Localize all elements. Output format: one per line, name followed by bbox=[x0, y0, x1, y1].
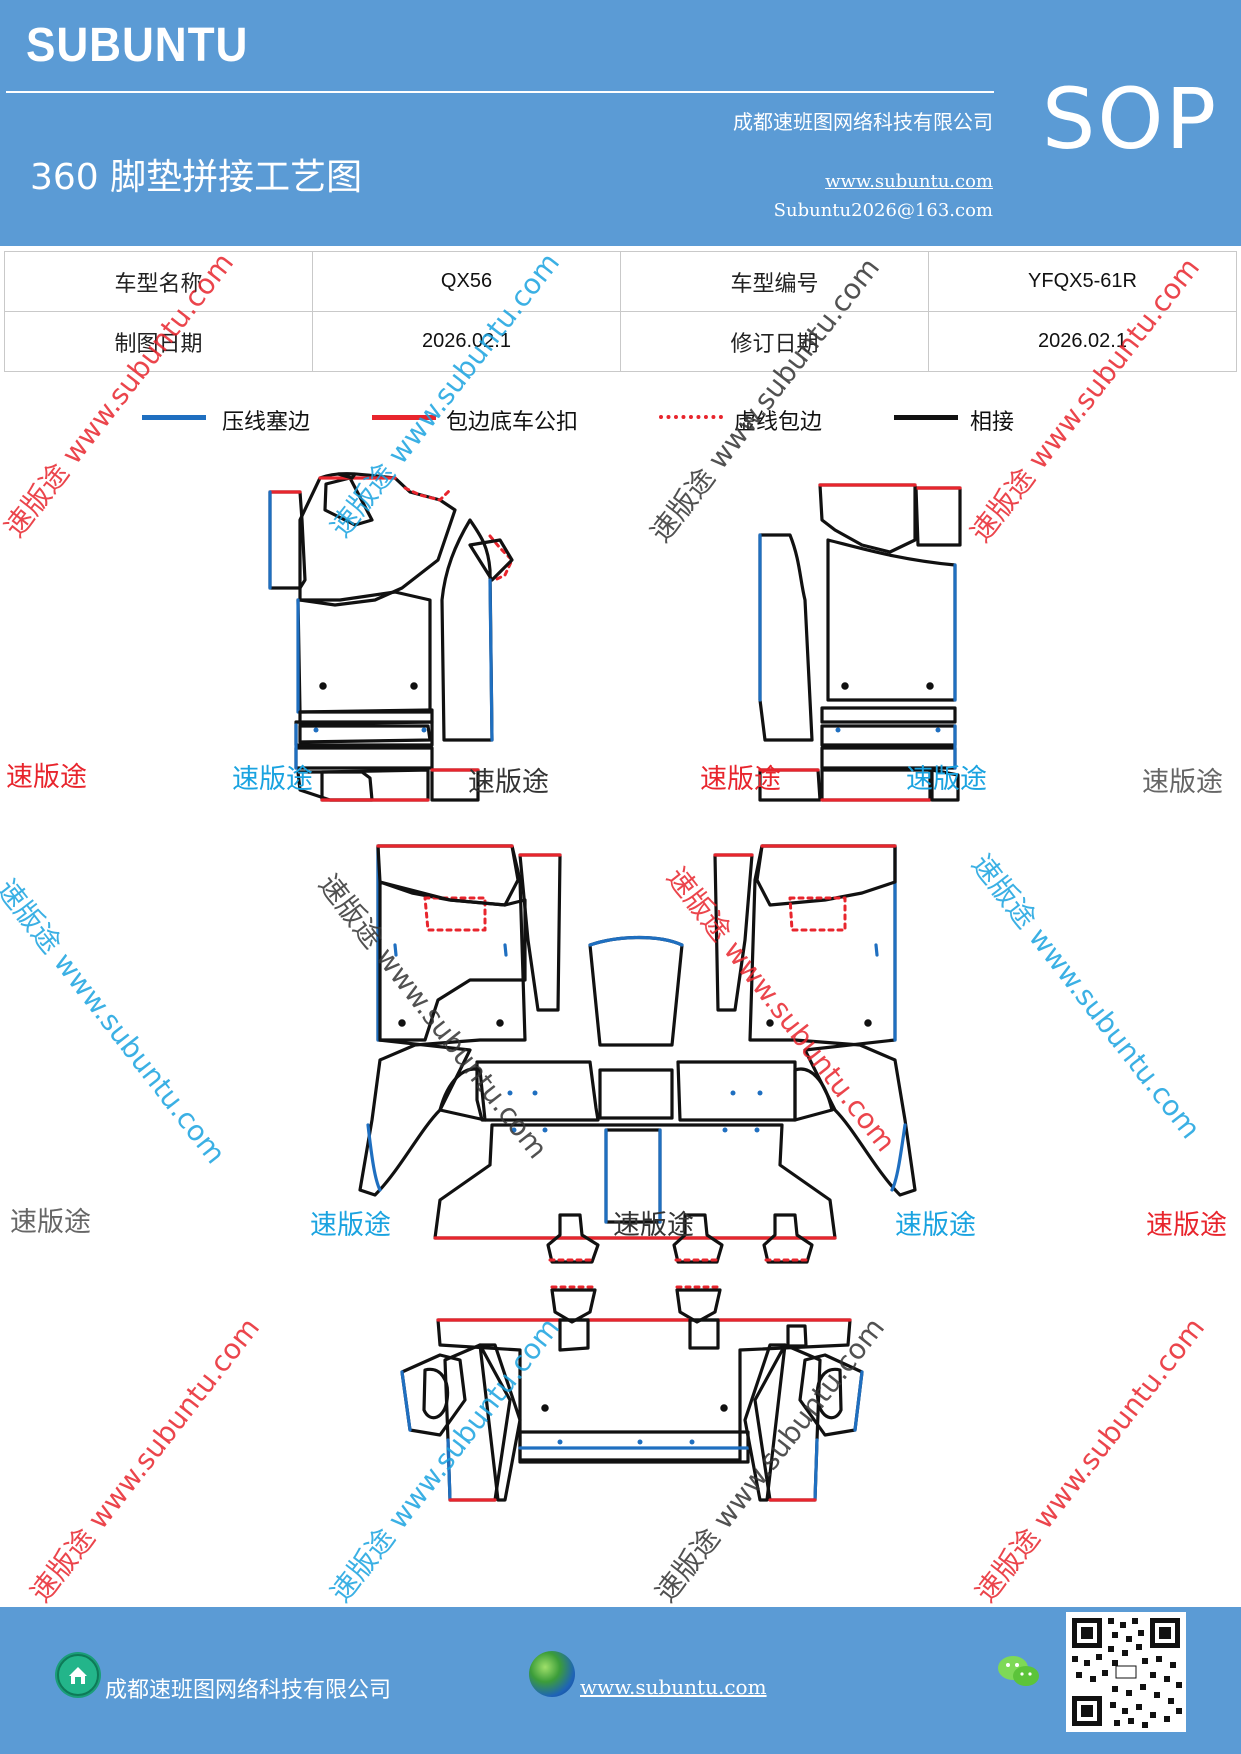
header-email[interactable]: Subuntu2026@163.com bbox=[773, 200, 993, 221]
legend-swatch-blue bbox=[142, 415, 206, 420]
watermark-short: 速版途 bbox=[468, 767, 549, 798]
watermark-short: 速版途 bbox=[6, 762, 87, 793]
draw-date-label: 制图日期 bbox=[4, 311, 313, 372]
wechat-icon[interactable] bbox=[995, 1652, 1043, 1692]
legend-label: 虚线包边 bbox=[734, 410, 823, 435]
revision-date-label: 修订日期 bbox=[620, 311, 929, 372]
watermark-short: 速版途 bbox=[613, 1210, 694, 1241]
model-name-label: 车型名称 bbox=[4, 251, 313, 312]
model-name-value: QX56 bbox=[312, 251, 621, 312]
legend-swatch-red bbox=[372, 415, 436, 420]
document-title: 360 脚垫拼接工艺图 bbox=[30, 157, 363, 198]
watermark-short: 速版途 bbox=[10, 1207, 91, 1238]
header-banner bbox=[0, 0, 1241, 246]
footer-company-name: 成都速班图网络科技有限公司 bbox=[105, 1678, 392, 1703]
globe-icon bbox=[529, 1651, 575, 1697]
home-icon bbox=[55, 1652, 101, 1698]
watermark-short: 速版途 bbox=[906, 764, 987, 795]
legend-label: 相接 bbox=[970, 410, 1015, 435]
revision-date-value: 2026.02.1 bbox=[928, 311, 1237, 372]
brand-logo: SUBUNTU bbox=[26, 19, 249, 72]
watermark-short: 速版途 bbox=[310, 1210, 391, 1241]
mat-set-middle bbox=[358, 844, 917, 1240]
vehicle-info-table: 车型名称 QX56 车型编号 YFQX5-61R 制图日期 2026.02.1 … bbox=[4, 251, 1237, 372]
legend-swatch-red-dotted bbox=[659, 415, 723, 419]
legend-swatch-black bbox=[894, 415, 958, 420]
draw-date-value: 2026.02.1 bbox=[312, 311, 621, 372]
mat-set-front-right bbox=[758, 483, 962, 802]
header-divider bbox=[6, 91, 994, 93]
legend-label: 压线塞边 bbox=[222, 410, 311, 435]
table-row: 车型名称 QX56 车型编号 YFQX5-61R bbox=[4, 251, 1237, 312]
model-code-value: YFQX5-61R bbox=[928, 251, 1237, 312]
header-company-name: 成都速班图网络科技有限公司 bbox=[733, 110, 993, 134]
sop-badge: SOP bbox=[1042, 70, 1219, 168]
seat-rail-clips bbox=[546, 1213, 814, 1324]
header-website-link[interactable]: www.subuntu.com bbox=[825, 171, 993, 192]
table-row: 制图日期 2026.02.1 修订日期 2026.02.1 bbox=[4, 311, 1237, 372]
footer-website-link[interactable]: www.subuntu.com bbox=[580, 1675, 767, 1699]
legend-label: 包边底车公扣 bbox=[446, 410, 579, 435]
watermark-short: 速版途 bbox=[1146, 1210, 1227, 1241]
qr-code[interactable] bbox=[1066, 1612, 1186, 1732]
model-code-label: 车型编号 bbox=[620, 251, 929, 312]
watermark-short: 速版途 bbox=[1142, 767, 1223, 798]
watermark-short: 速版途 bbox=[895, 1210, 976, 1241]
mat-set-rear bbox=[400, 1318, 864, 1502]
watermark-short: 速版途 bbox=[232, 764, 313, 795]
mat-set-front-left bbox=[268, 472, 514, 802]
watermark-short: 速版途 bbox=[700, 764, 781, 795]
